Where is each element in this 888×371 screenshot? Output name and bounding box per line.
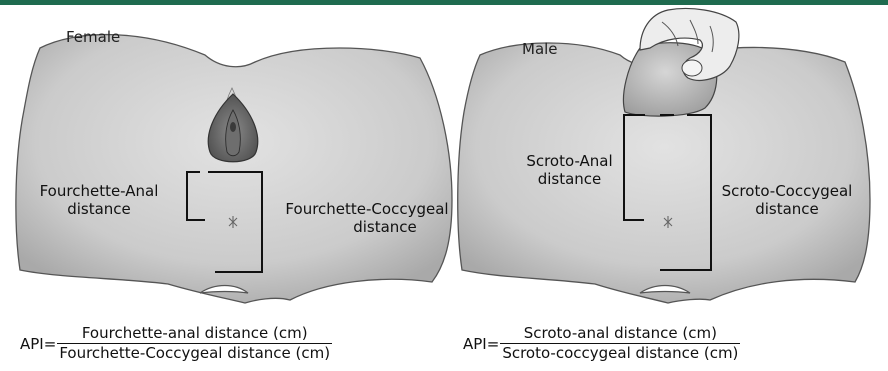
- male-anal-label-line1: Scroto-Anal: [512, 152, 627, 170]
- female-coccygeal-distance-label: Fourchette-Coccygeal distance: [262, 200, 472, 236]
- male-coccygeal-label-line1: Scroto-Coccygeal: [712, 182, 862, 200]
- female-anal-label-line2: distance: [24, 200, 174, 218]
- male-anal-distance-label: Scroto-Anal distance: [512, 152, 627, 188]
- male-api-formula: API= Scroto-anal distance (cm) Scroto-co…: [463, 325, 740, 362]
- female-anal-label-line1: Fourchette-Anal: [24, 182, 174, 200]
- male-anal-label-line2: distance: [512, 170, 627, 188]
- female-formula-prefix: API=: [20, 335, 56, 353]
- female-formula-denominator: Fourchette-Coccygeal distance (cm): [57, 344, 332, 362]
- male-coccygeal-distance-label: Scroto-Coccygeal distance: [712, 182, 862, 218]
- female-body-illustration: [16, 35, 452, 303]
- male-formula-fraction: Scroto-anal distance (cm) Scroto-coccyge…: [500, 325, 740, 362]
- female-coccygeal-label-line1: Fourchette-Coccygeal: [262, 200, 472, 218]
- female-coccygeal-label-line2: distance: [262, 218, 472, 236]
- female-anal-distance-label: Fourchette-Anal distance: [24, 182, 174, 218]
- male-coccygeal-label-line2: distance: [712, 200, 862, 218]
- male-formula-prefix: API=: [463, 335, 499, 353]
- female-formula-numerator: Fourchette-anal distance (cm): [57, 325, 332, 344]
- male-formula-denominator: Scroto-coccygeal distance (cm): [500, 344, 740, 362]
- male-panel-title: Male: [522, 40, 558, 58]
- female-buttocks-shape: [16, 35, 452, 303]
- female-formula-fraction: Fourchette-anal distance (cm) Fourchette…: [57, 325, 332, 362]
- male-formula-numerator: Scroto-anal distance (cm): [500, 325, 740, 344]
- female-api-formula: API= Fourchette-anal distance (cm) Fourc…: [20, 325, 332, 362]
- female-panel-title: Female: [66, 28, 120, 46]
